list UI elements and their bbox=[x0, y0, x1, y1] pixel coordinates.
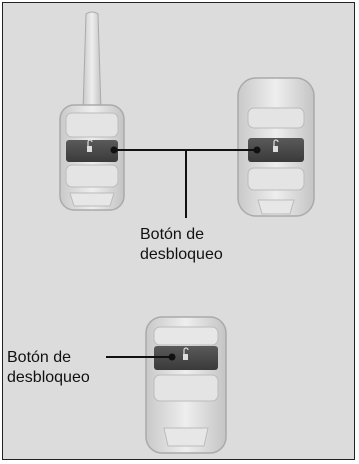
key-fob-with-blade-icon bbox=[59, 11, 125, 211]
callout-top bbox=[110, 146, 261, 218]
unlock-button-label-bottom: Botón de desbloqueo bbox=[7, 349, 90, 386]
unlock-button-label-top: Botón de desbloqueo bbox=[140, 226, 223, 263]
callout-bottom bbox=[106, 353, 176, 361]
flip-key-fob-icon bbox=[237, 77, 315, 217]
unlock-icon bbox=[273, 139, 279, 152]
smart-key-fob-icon bbox=[145, 316, 227, 454]
unlock-icon bbox=[87, 139, 93, 152]
unlock-icon bbox=[183, 347, 189, 360]
